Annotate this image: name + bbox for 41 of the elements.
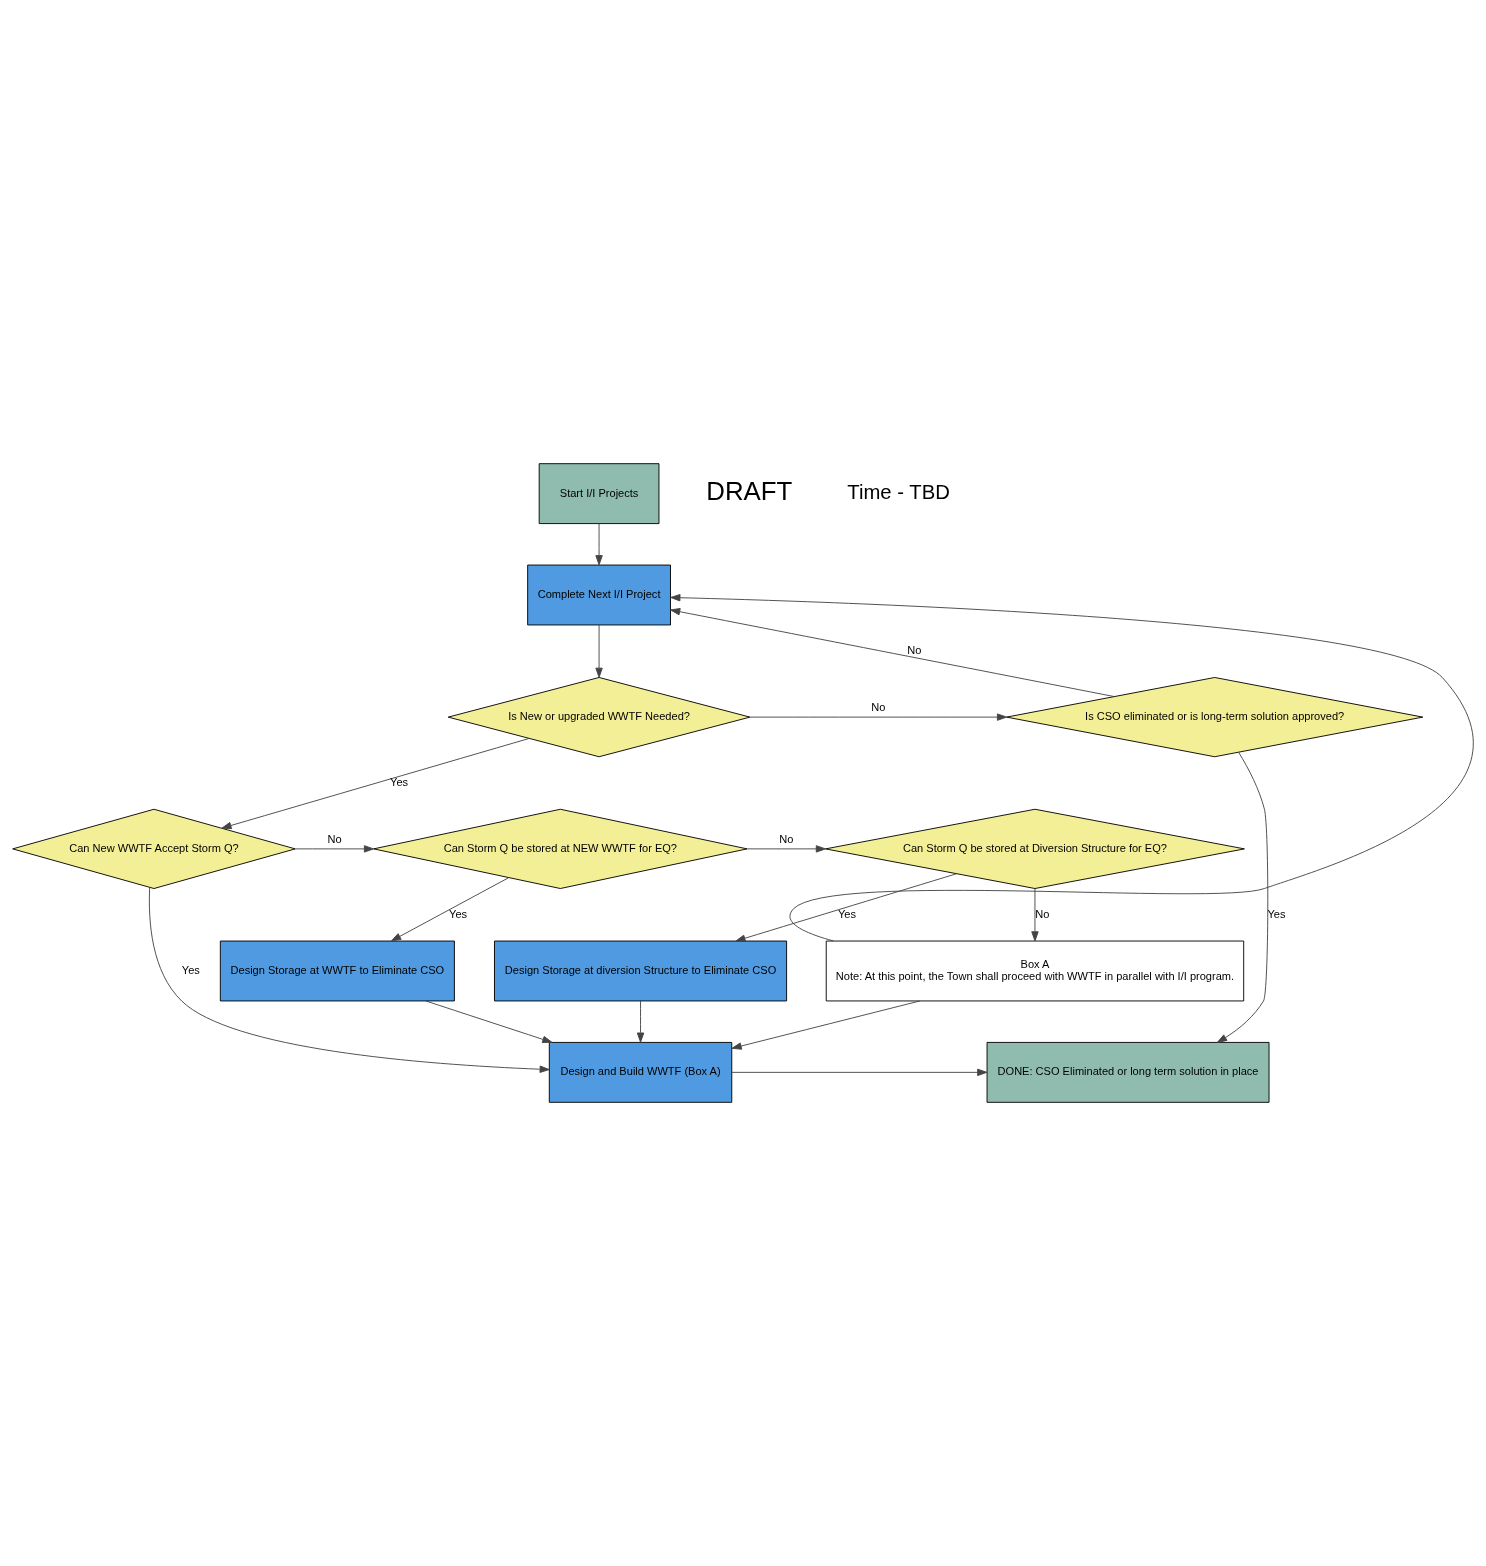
node-box: Complete Next I/I Project	[527, 564, 671, 626]
arrow	[1216, 751, 1269, 1043]
edge-label: No	[907, 644, 922, 657]
arrow	[670, 594, 1474, 942]
arrow	[1031, 888, 1039, 942]
edge-label: No	[1035, 907, 1050, 920]
edge-label: No	[871, 701, 886, 714]
arrow	[731, 1068, 988, 1077]
arrow	[425, 1000, 553, 1043]
edge-label: Yes	[390, 775, 409, 788]
arrow	[148, 886, 550, 1073]
node-box: Box A Note: At this point, the Town shall proceed with WWTF in parallel with I/I program.	[825, 940, 1245, 1002]
label: DRAFT	[706, 476, 793, 505]
arrow	[595, 624, 603, 678]
label: Time - TBD	[847, 480, 950, 503]
arrow	[636, 1000, 645, 1043]
edge-label: Yes	[449, 907, 468, 920]
edge-label: No	[779, 832, 794, 845]
node-diamond: Is New or upgraded WWTF Needed?	[447, 677, 751, 758]
arrow	[391, 877, 510, 942]
node-box: Design Storage at WWTF to Eliminate CSO	[219, 940, 455, 1002]
arrow	[295, 845, 374, 853]
edge-label: Yes	[837, 907, 856, 920]
arrow	[749, 713, 1008, 721]
node-diamond: Can Storm Q be stored at NEW WWTF for EQ?	[373, 808, 748, 889]
edge-label: Yes	[181, 963, 200, 976]
node-box: Design and Build WWTF (Box A)	[548, 1041, 733, 1103]
node-diamond: Can New WWTF Accept Storm Q?	[12, 808, 296, 889]
node-diamond: Is CSO eliminated or is long-term solution approved?	[1006, 677, 1424, 758]
arrow	[595, 523, 603, 566]
edge-label: No	[327, 832, 342, 845]
arrow	[731, 1000, 921, 1050]
node-box: Design Storage at diversion Structure to Eliminate CSO	[494, 940, 788, 1002]
node-diamond: Can Storm Q be stored at Diversion Structure for EQ?	[825, 808, 1245, 889]
node-box: DONE: CSO Eliminated or long term solution in place	[986, 1041, 1270, 1103]
node-box: Start I/I Projects	[538, 463, 660, 525]
arrow	[221, 737, 530, 830]
arrow	[670, 608, 1115, 697]
arrow	[746, 845, 826, 853]
edge-label: Yes	[1267, 907, 1286, 920]
arrow	[735, 873, 958, 942]
